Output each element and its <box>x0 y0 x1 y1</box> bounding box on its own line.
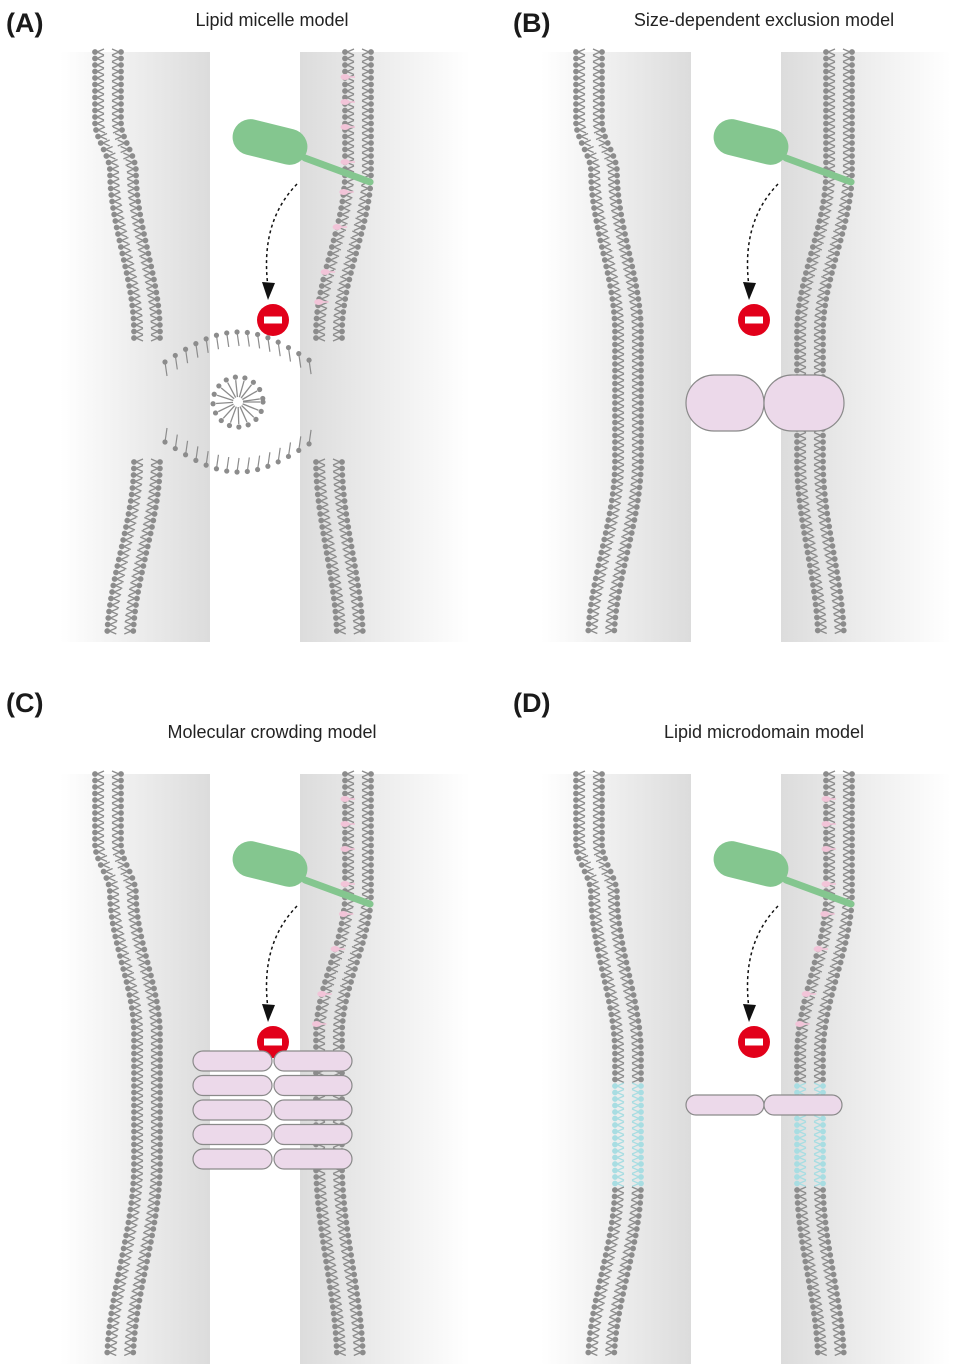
panel-a-letter: (A) <box>6 8 43 39</box>
crowding-protein <box>274 1076 352 1096</box>
micelle-head <box>213 410 218 415</box>
micelle-head <box>257 387 262 392</box>
large-barrier-protein <box>686 375 764 431</box>
micelle-tail <box>228 383 236 398</box>
micelle-head <box>253 417 258 422</box>
panel-a-diagram <box>0 42 481 642</box>
micelle-tail <box>216 402 233 403</box>
diffusion-arrow-icon <box>267 184 297 287</box>
arrow-head <box>743 282 756 300</box>
micelle-head <box>260 396 265 401</box>
cytoplasm-shadow-left <box>60 52 210 642</box>
panel-a-title: Lipid micelle model <box>195 10 348 31</box>
micelle-head <box>219 418 224 423</box>
crowding-protein <box>193 1149 272 1169</box>
panel-d-diagram <box>481 764 962 1364</box>
crowding-protein <box>274 1125 352 1145</box>
crowding-protein <box>193 1051 272 1071</box>
large-barrier-protein <box>764 375 844 431</box>
micelle-head <box>227 423 232 428</box>
micelle-tail <box>218 404 233 411</box>
microdomain-protein <box>686 1095 764 1115</box>
no-entry-bar <box>745 317 763 324</box>
panel-b-diagram <box>481 42 962 642</box>
no-entry-icon <box>738 304 770 336</box>
micelle-head <box>236 424 241 429</box>
arrow-head <box>262 282 275 300</box>
panel-d-letter: (D) <box>513 688 550 719</box>
panel-c: (C) Molecular crowding model <box>0 682 481 1364</box>
panel-c-letter: (C) <box>6 688 43 719</box>
crowding-protein <box>274 1051 352 1071</box>
protein-body <box>710 115 792 168</box>
protein-body <box>229 837 311 890</box>
crowding-protein <box>193 1125 272 1145</box>
panel-d-title: Lipid microdomain model <box>664 722 864 743</box>
microdomain-protein <box>764 1095 842 1115</box>
micelle-tail <box>243 399 260 401</box>
micelle-head <box>259 409 264 414</box>
diffusion-arrow-icon <box>267 906 297 1009</box>
micelle-head <box>242 375 247 380</box>
no-entry-bar <box>745 1039 763 1046</box>
arrow-head <box>743 1004 756 1022</box>
micelle-tail <box>238 407 239 424</box>
panel-d: (D) Lipid microdomain model <box>481 682 962 1364</box>
crowding-protein <box>193 1076 272 1096</box>
micelle-head <box>251 380 256 385</box>
diffusion-arrow-icon <box>748 184 778 287</box>
no-entry-icon <box>257 304 289 336</box>
panel-b: (B) Size-dependent exclusion model <box>481 0 962 682</box>
micelle-tail <box>242 391 257 400</box>
panel-c-title: Molecular crowding model <box>167 722 376 743</box>
diffusion-arrow-icon <box>748 906 778 1009</box>
micelle-head <box>210 401 215 406</box>
crowding-protein <box>274 1149 352 1169</box>
micelle-head <box>216 383 221 388</box>
micelle-head <box>246 422 251 427</box>
micelle-head <box>212 392 217 397</box>
protein-body <box>229 115 311 168</box>
micelle-head <box>233 375 238 380</box>
panel-a: (A) Lipid micelle model <box>0 0 481 682</box>
panel-c-diagram <box>0 764 481 1364</box>
micelle-head <box>224 377 229 382</box>
panel-b-letter: (B) <box>513 8 550 39</box>
arrow-head <box>262 1004 275 1022</box>
panel-b-title: Size-dependent exclusion model <box>634 10 894 31</box>
no-entry-icon <box>738 1026 770 1058</box>
crowding-protein <box>274 1100 352 1120</box>
no-entry-bar <box>264 1039 282 1046</box>
protein-body <box>710 837 792 890</box>
no-entry-bar <box>264 317 282 324</box>
crowding-protein <box>193 1100 272 1120</box>
micelle-tail <box>236 380 238 397</box>
